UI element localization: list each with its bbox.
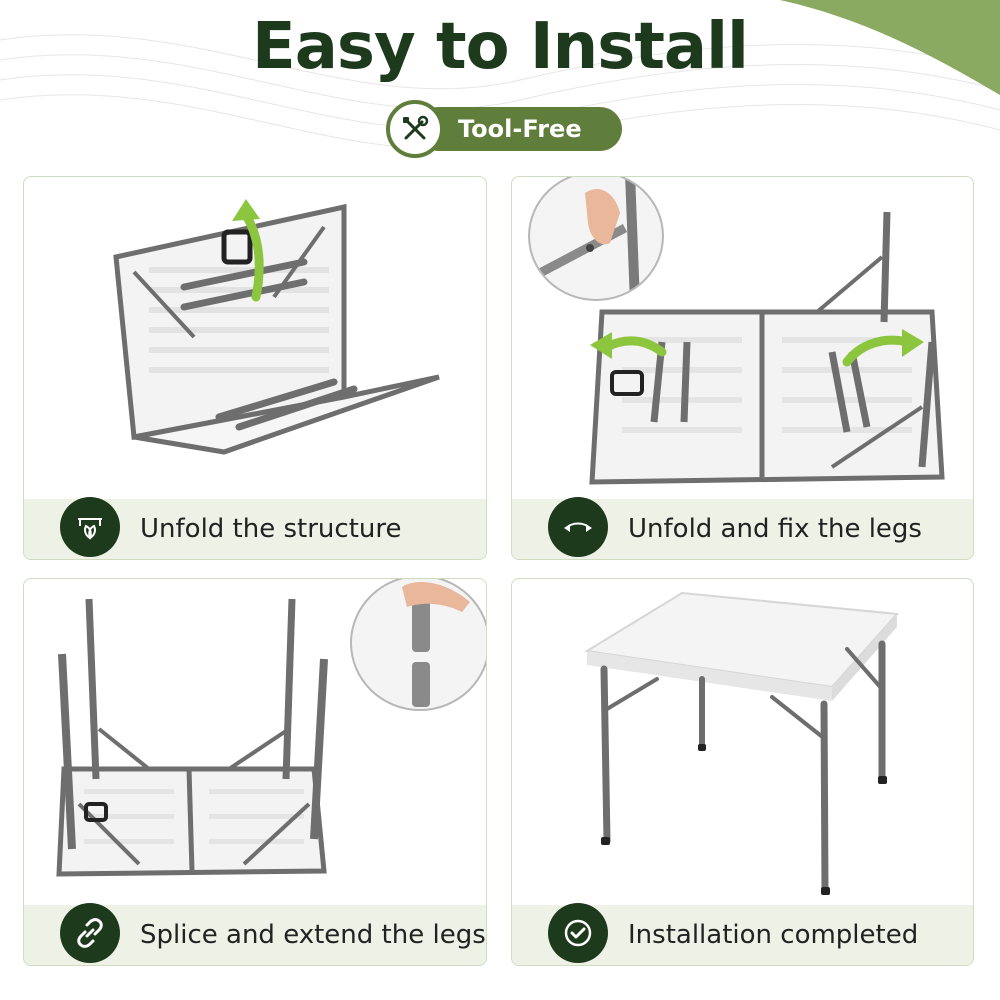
tool-free-badge: Tool-Free (386, 100, 622, 158)
step-caption: Unfold the structure (140, 514, 402, 544)
corner-swoosh (780, 0, 1000, 95)
caption-icon-circle (548, 903, 608, 963)
step-panel-installation-completed: Installation completed (511, 578, 974, 966)
badge-pill (416, 107, 622, 151)
check-circle-icon (564, 919, 592, 947)
table-with-legs-illustration (589, 211, 945, 485)
hand-splicing-leg-illustration (402, 582, 470, 707)
badge-label: Tool-Free (458, 115, 582, 143)
caption-icon-circle (60, 497, 120, 557)
step-caption: Unfold and fix the legs (628, 514, 922, 544)
zoom-leg-splice-detail (350, 579, 486, 711)
caption-icon-circle (60, 903, 120, 963)
curved-arrows-icon (564, 522, 592, 532)
table-unfold-icon (78, 518, 102, 540)
folded-table-illustration (113, 199, 440, 455)
step-caption: Installation completed (628, 920, 919, 950)
chain-link-icon (77, 918, 103, 948)
step-panel-unfold-structure: Unfold the structure (23, 176, 487, 560)
step-panel-unfold-legs: Unfold and fix the legs (511, 176, 974, 560)
page-title: Easy to Install (252, 10, 749, 84)
upside-down-table-illustration (56, 598, 328, 877)
tools-icon (403, 115, 429, 140)
badge-icon-circle (386, 100, 444, 158)
completed-table-illustration (584, 591, 900, 895)
hand-folding-brace-illustration (537, 177, 640, 299)
caption-icon-circle (548, 497, 608, 557)
step-caption: Splice and extend the legs (140, 920, 486, 950)
zoom-hinge-detail (528, 177, 664, 301)
step-panel-splice-legs: Splice and extend the legs (23, 578, 487, 966)
